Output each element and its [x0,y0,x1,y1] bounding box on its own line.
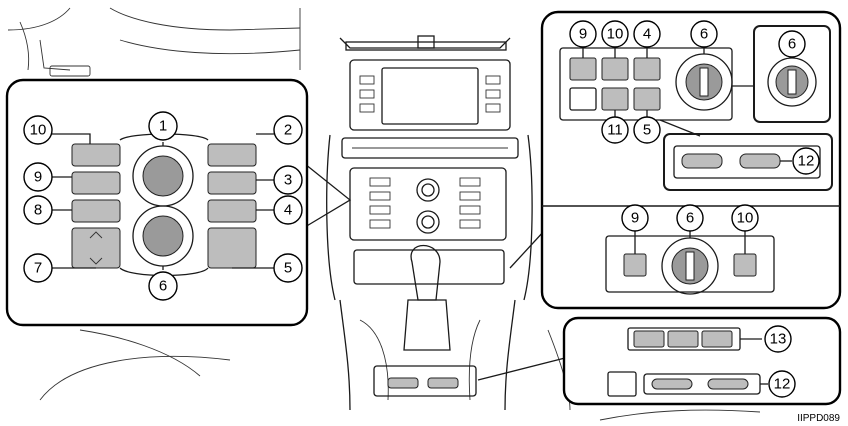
recirculation-button [207,171,257,195]
callout-tr-9: 9 [579,26,587,43]
callout-tr-6: 6 [700,26,708,43]
blank-switch [569,87,597,111]
rear-defog-switch-alt [733,253,757,277]
crawl-control-switch [633,330,665,348]
dashboard-lineart [7,7,761,421]
rear-defog-switch [601,57,629,81]
normal-switch [667,330,699,348]
callout-tr-12: 12 [798,153,815,170]
callout-tr-6b: 6 [788,36,796,53]
mode-dial-knob [142,215,184,257]
fan-speed-button [71,227,121,269]
callout-left-10: 10 [30,122,47,139]
callout-left-2: 2 [284,122,292,139]
figure-code: IIPPD089 [797,413,840,424]
callout-mr-10: 10 [737,210,754,227]
right-lower-panel: 13 12 [562,316,842,406]
callout-mr-6: 6 [686,210,694,227]
callout-left-1: 1 [159,118,167,135]
left-panel: 10 9 8 7 1 6 2 3 4 5 [5,78,309,327]
callout-tr-5: 5 [643,122,651,139]
rear-defog-button [71,143,121,167]
seat-heater-lower-button [207,227,257,269]
callout-br-12: 12 [774,376,791,393]
sport-switch [701,330,733,348]
callout-left-8: 8 [34,202,42,219]
callout-mr-9: 9 [631,210,639,227]
callout-left-7: 7 [34,260,42,277]
engine-start-switch-alt [623,253,647,277]
temperature-dial-knob [142,155,184,197]
seat-heater-upper-button [207,199,257,223]
right-upper-panel: 9 10 4 6 11 5 6 12 9 6 [540,10,842,310]
diff-lock-switch [633,57,661,81]
right-seat-heater-lower [707,378,749,390]
windshield-defrost-button [207,143,257,167]
callout-left-3: 3 [284,172,292,189]
hill-descent-switch [633,87,661,111]
callout-tr-11: 11 [607,122,623,139]
callout-br-13: 13 [770,331,787,348]
engine-start-switch [569,57,597,81]
callout-tr-10: 10 [607,26,624,43]
callout-left-4: 4 [284,202,292,219]
callout-left-5: 5 [284,260,292,277]
left-seat-heater-lower [651,378,693,390]
callout-left-6: 6 [159,278,167,295]
callout-left-9: 9 [34,169,42,186]
right-seat-heater-switch [739,153,781,169]
vsc-off-switch [601,87,629,111]
engine-start-button [71,171,121,195]
callout-tr-4: 4 [643,26,651,43]
ac-off-button [71,199,121,223]
left-seat-heater-switch [681,153,723,169]
